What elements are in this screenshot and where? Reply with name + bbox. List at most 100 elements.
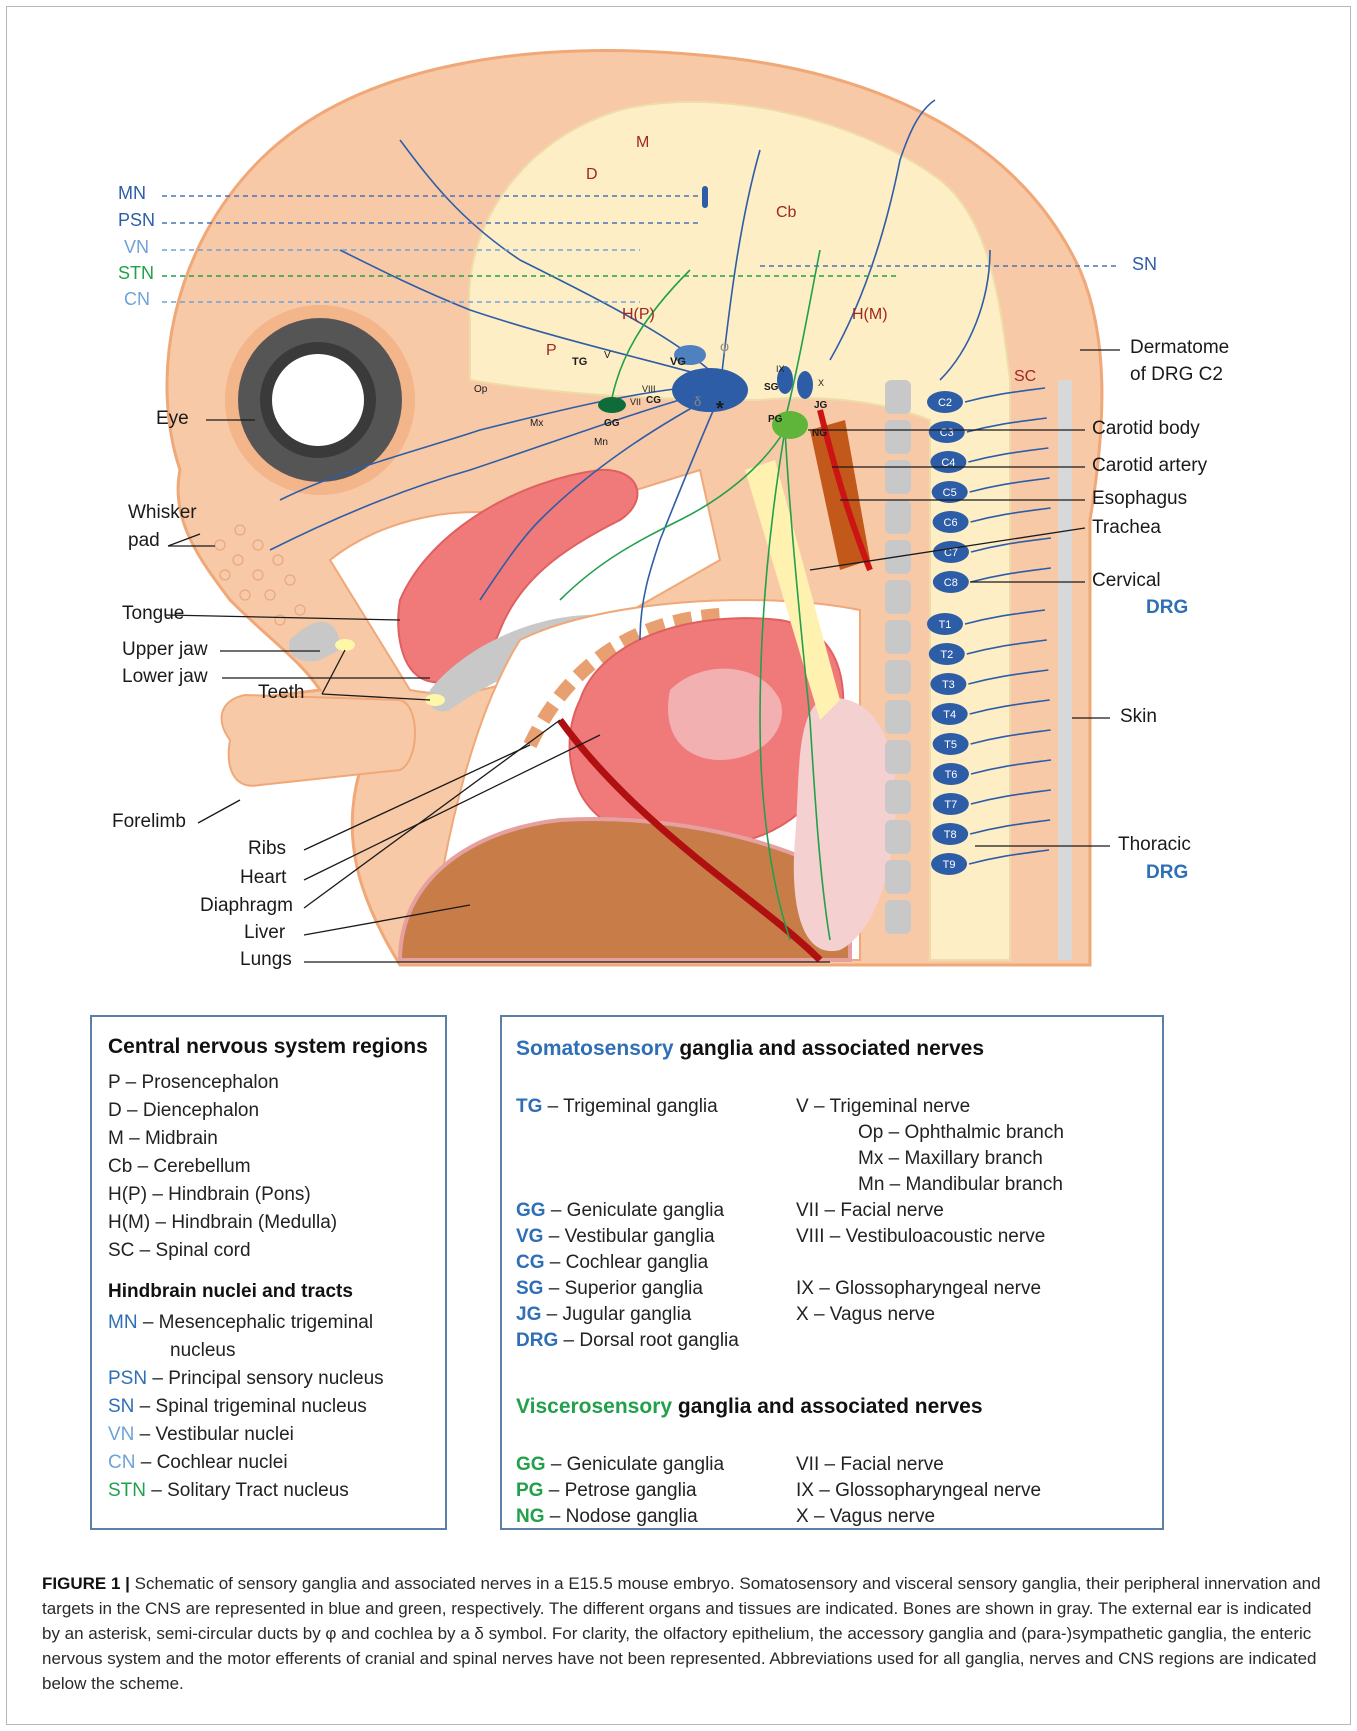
- forelimb: [222, 695, 415, 786]
- label-gg: GG: [604, 418, 620, 429]
- region-cb: Cb: [776, 204, 796, 222]
- ganglion-abbr: DRG: [516, 1330, 558, 1351]
- label-dermatome: Dermatome: [1130, 337, 1229, 359]
- nucleus-abbr: PSN: [108, 1368, 147, 1389]
- drg-label: C3: [940, 427, 954, 439]
- label-viii: VIII: [642, 384, 656, 394]
- nerve-item: IX – Glossopharyngeal nerve: [796, 1477, 1041, 1505]
- nuclei-title: Hindbrain nuclei and tracts: [108, 1281, 353, 1303]
- label-ng: NG: [812, 428, 827, 439]
- nucleus-item: MN – Mesencephalic trigeminal: [108, 1309, 384, 1337]
- nucleus-item: STN – Solitary Tract nucleus: [108, 1477, 384, 1505]
- ganglion-item: DRG – Dorsal root ganglia: [516, 1327, 739, 1355]
- nucleus-text: – Mesencephalic trigeminal: [138, 1312, 374, 1333]
- ganglion-abbr: PG: [516, 1480, 543, 1501]
- region-m: M: [636, 134, 649, 152]
- drg-label: T3: [942, 679, 955, 691]
- label-tongue: Tongue: [122, 603, 184, 625]
- cns-region-item: SC – Spinal cord: [108, 1237, 337, 1265]
- label-carotid-body: Carotid body: [1092, 418, 1200, 440]
- label-delta: δ: [694, 394, 701, 409]
- label-forelimb: Forelimb: [112, 811, 186, 833]
- nucleus-text: – Vestibular nuclei: [134, 1424, 294, 1445]
- nucleus-abbr: CN: [108, 1452, 135, 1473]
- ganglion-item: TG – Trigeminal ganglia: [516, 1093, 718, 1121]
- eye-lens: [272, 354, 364, 446]
- nuclei-list: MN – Mesencephalic trigeminalnucleusPSN …: [108, 1309, 384, 1505]
- ganglion-item: NG – Nodose ganglia: [516, 1503, 698, 1531]
- nucleus-text: – Solitary Tract nucleus: [146, 1480, 349, 1501]
- ganglion-text: – Trigeminal ganglia: [542, 1096, 717, 1117]
- nucleus-text: – Cochlear nuclei: [135, 1452, 287, 1473]
- ganglion-abbr: VG: [516, 1226, 543, 1247]
- drg-label: T9: [943, 859, 956, 871]
- label-x: X: [818, 378, 824, 388]
- label-of-drg-c2: of DRG C2: [1130, 364, 1223, 386]
- drg-label: T5: [944, 739, 957, 751]
- label-pg: PG: [768, 414, 782, 425]
- label-eye: Eye: [156, 408, 189, 430]
- label-vg: VG: [670, 356, 686, 368]
- ganglion-abbr: GG: [516, 1200, 546, 1221]
- label-phi: φ: [720, 338, 729, 354]
- nerve-item: IX – Glossopharyngeal nerve: [796, 1275, 1041, 1303]
- visc-title: Viscerosensory ganglia and associated ne…: [516, 1395, 983, 1419]
- label-v: V: [604, 350, 611, 361]
- label-ix: IX: [776, 364, 785, 374]
- label-heart: Heart: [240, 867, 286, 889]
- label-lungs: Lungs: [240, 949, 292, 971]
- drg-label: C2: [938, 397, 952, 409]
- ganglion-item: GG – Geniculate ganglia: [516, 1197, 724, 1225]
- ganglion-text: – Cochlear ganglia: [545, 1252, 709, 1273]
- ganglion-abbr: CG: [516, 1252, 545, 1273]
- cns-regions-box: Central nervous system regions P – Prose…: [90, 1015, 447, 1530]
- region-d: D: [586, 166, 598, 184]
- label-jg: JG: [814, 400, 827, 411]
- nerve-item: V – Trigeminal nerve: [796, 1093, 970, 1121]
- label-vii: VII: [630, 397, 641, 407]
- drg-label: C8: [944, 577, 958, 589]
- nucleus-text-cont: nucleus: [108, 1337, 384, 1365]
- nerve-item: VII – Facial nerve: [796, 1197, 944, 1225]
- visc-title-rest: ganglia and associated nerves: [672, 1395, 982, 1418]
- label-thoracic: Thoracic: [1118, 834, 1191, 856]
- ganglion-item: GG – Geniculate ganglia: [516, 1451, 724, 1479]
- nucleus-item: SN – Spinal trigeminal nucleus: [108, 1393, 384, 1421]
- drg-label: T2: [940, 649, 953, 661]
- label-whisker: Whisker: [128, 502, 197, 524]
- ganglion-item: SG – Superior ganglia: [516, 1275, 703, 1303]
- label-sg: SG: [764, 382, 778, 393]
- label-cervical: Cervical: [1092, 570, 1161, 592]
- drg-label: T4: [943, 709, 956, 721]
- trigeminal-ganglion: [672, 368, 748, 412]
- ganglion-text: – Nodose ganglia: [545, 1506, 698, 1527]
- cns-region-item: P – Prosencephalon: [108, 1069, 337, 1097]
- mesencephalic-nucleus: [702, 186, 708, 208]
- label-cg: CG: [646, 395, 661, 406]
- ganglion-abbr: GG: [516, 1454, 546, 1475]
- drg-label: T8: [944, 829, 957, 841]
- label-drg-thoracic: DRG: [1146, 862, 1188, 884]
- nucleus-item: VN – Vestibular nuclei: [108, 1421, 384, 1449]
- ganglion-text: – Petrose ganglia: [543, 1480, 696, 1501]
- ganglion-text: – Superior ganglia: [543, 1278, 703, 1299]
- ganglion-abbr: JG: [516, 1304, 541, 1325]
- label-pad: pad: [128, 530, 160, 552]
- label-esophagus: Esophagus: [1092, 488, 1187, 510]
- label-mx: Mx: [530, 418, 543, 429]
- figure-caption: FIGURE 1 | Schematic of sensory ganglia …: [42, 1571, 1322, 1696]
- nucleus-text: – Spinal trigeminal nucleus: [134, 1396, 366, 1417]
- jugular-ganglion: [797, 371, 813, 399]
- label-asterisk: *: [716, 398, 724, 421]
- label-drg-cervical: DRG: [1146, 597, 1188, 619]
- label-tg: TG: [572, 356, 587, 368]
- ganglion-item: PG – Petrose ganglia: [516, 1477, 697, 1505]
- nucleus-item: PSN – Principal sensory nucleus: [108, 1365, 384, 1393]
- label-op: Op: [474, 384, 487, 395]
- nucleus-abbr: VN: [108, 1424, 134, 1445]
- nerve-item: X – Vagus nerve: [796, 1503, 935, 1531]
- label-cn: CN: [124, 289, 150, 310]
- label-ribs: Ribs: [248, 838, 286, 860]
- label-sn: SN: [1132, 254, 1157, 275]
